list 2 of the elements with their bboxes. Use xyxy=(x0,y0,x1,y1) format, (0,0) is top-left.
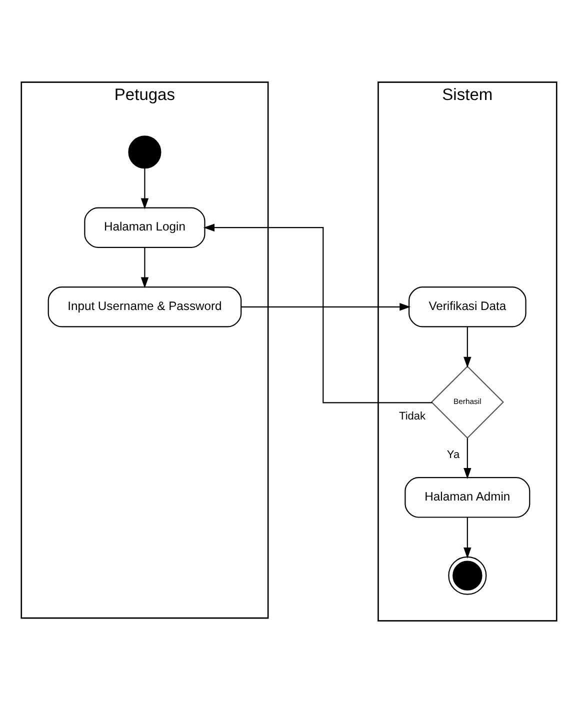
edge-label: Ya xyxy=(446,448,460,460)
edge-label: Tidak xyxy=(399,410,426,422)
